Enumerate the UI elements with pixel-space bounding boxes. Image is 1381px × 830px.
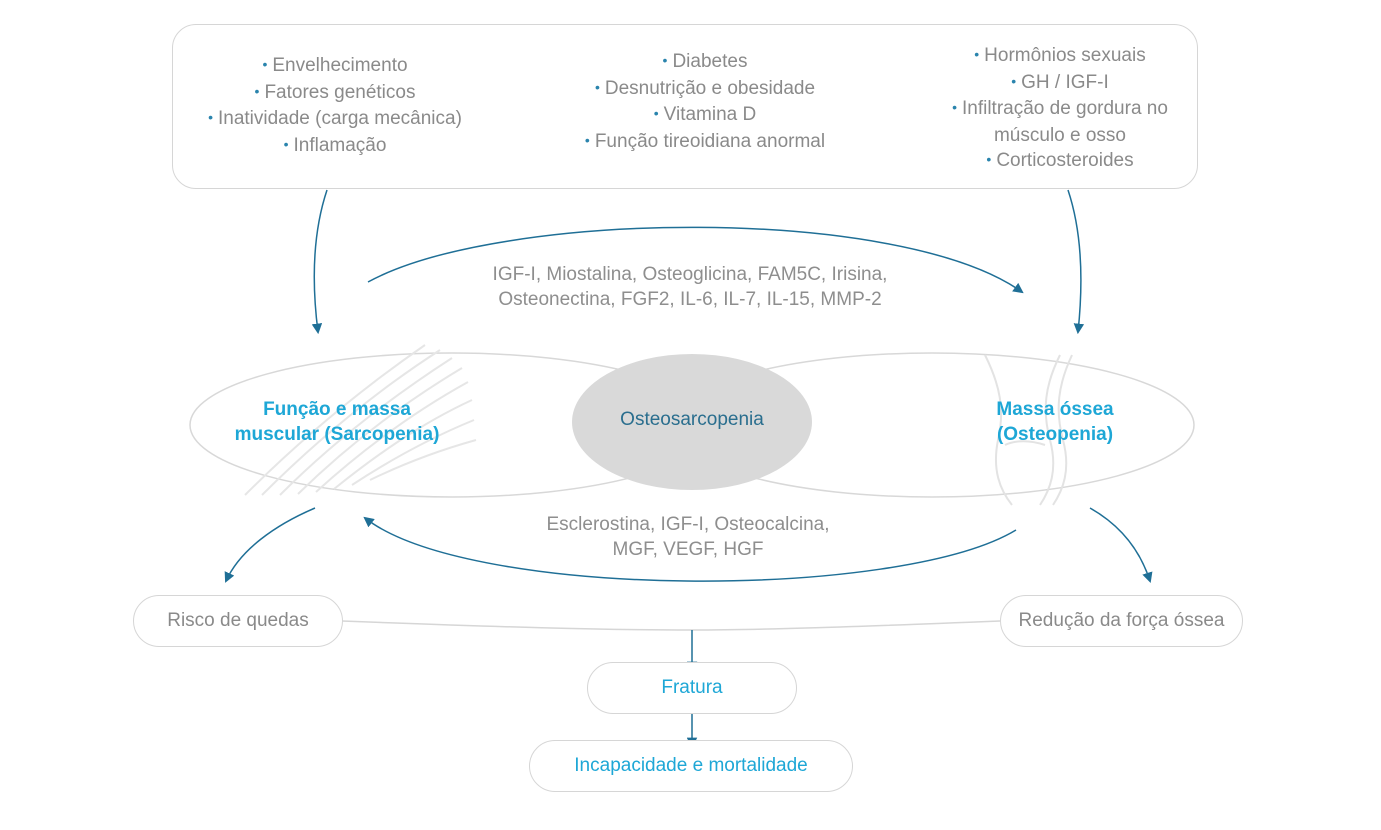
bone-to-strength-arrow: [1089, 507, 1153, 583]
risk-factor-item: •Envelhecimento: [262, 55, 408, 76]
fracture-box: Fratura: [587, 662, 797, 714]
risk-factor-item: músculo e osso: [993, 124, 1126, 146]
muscle-to-bone-mediators: IGF-I, Miostalina, Osteoglicina, FAM5C, …: [492, 264, 888, 310]
bullet-icon: •: [262, 56, 268, 72]
disability-mortality-box: Incapacidade e mortalidade: [529, 740, 853, 792]
risk-factor-item: •Função tireoidiana anormal: [584, 130, 826, 152]
bullet-icon: •: [952, 99, 957, 116]
bullet-icon: •: [283, 135, 289, 152]
bullet-icon: •: [594, 78, 600, 95]
risk-factor-item: •Fatores genéticos: [254, 81, 416, 103]
bone-to-muscle-arrow: [363, 516, 1017, 582]
bullet-icon: •: [1011, 72, 1017, 89]
bone-domain-label: Massa óssea (Osteopenia): [996, 399, 1114, 445]
falls-risk-box: Risco de quedas: [133, 595, 343, 647]
bone-to-muscle-mediators: Esclerostina, IGF-I, Osteocalcina, MGF, …: [546, 514, 830, 560]
risk-factor-item: •Corticosteroides: [986, 150, 1134, 172]
strength-convergence-line: [691, 620, 1001, 631]
risk-factor-item: •Inatividade (carga mecânica): [208, 108, 462, 130]
risk-to-muscle-arrow: [311, 189, 328, 335]
bone-illustration: [984, 354, 1073, 506]
risk-factors-middle: •Diabetes •Desnutrição e obesidade •Vita…: [555, 49, 855, 155]
risk-to-bone-arrow: [1067, 189, 1085, 335]
risk-factors-right: •Hormônios sexuais •GH / IGF-I •Infiltra…: [930, 43, 1190, 175]
risk-factors-box: [172, 24, 1198, 189]
risk-factor-item: •GH / IGF-I: [1011, 71, 1109, 93]
bullet-icon: •: [653, 105, 659, 122]
bullet-icon: •: [662, 52, 668, 68]
risk-factor-item: •Inflamação: [283, 134, 387, 156]
risk-factors-left: •Envelhecimento •Fatores genéticos •Inat…: [190, 53, 480, 159]
muscle-domain-label: Função e massa muscular (Sarcopenia): [234, 399, 440, 445]
risk-factor-item: •Vitamina D: [653, 104, 757, 126]
osteosarcopenia-ellipse: [572, 354, 812, 490]
bullet-icon: •: [986, 151, 992, 168]
risk-factor-item: •Desnutrição e obesidade: [594, 77, 816, 99]
osteosarcopenia-label: Osteosarcopenia: [620, 409, 764, 430]
risk-factor-item: •Infiltração de gordura no: [952, 98, 1168, 120]
bullet-icon: •: [208, 109, 213, 126]
muscle-to-falls-arrow: [224, 507, 316, 583]
falls-convergence-line: [341, 620, 693, 631]
muscle-fiber-illustration: [244, 344, 477, 496]
bullet-icon: •: [254, 82, 260, 99]
bullet-icon: •: [974, 46, 980, 62]
bone-strength-box: Redução da força óssea: [1000, 595, 1243, 647]
bullet-icon: •: [584, 131, 590, 148]
muscle-to-bone-arrow: [367, 226, 1024, 294]
risk-factor-item: •Hormônios sexuais: [974, 45, 1146, 66]
risk-factor-item: •Diabetes: [662, 51, 748, 72]
